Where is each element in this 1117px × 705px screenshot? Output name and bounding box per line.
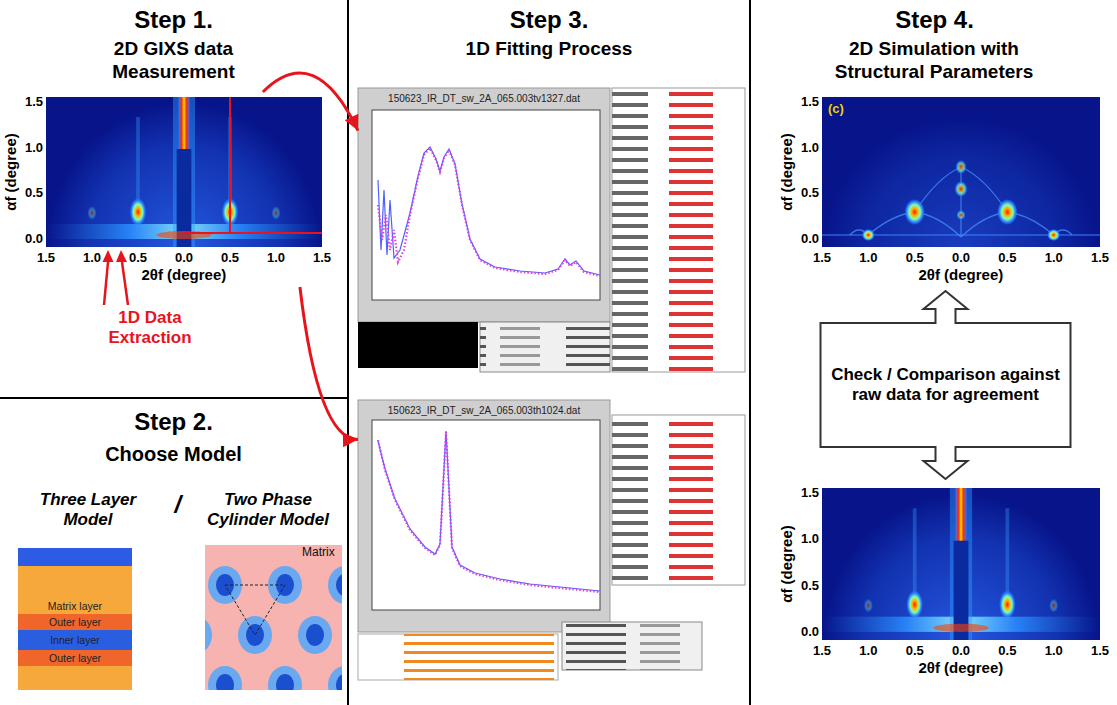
tick-label: 1.5 <box>801 485 819 501</box>
edge-label: Check / Comparison against raw data for … <box>831 365 1061 406</box>
tick-label: 1.5 <box>313 250 331 266</box>
tick-label: 1.0 <box>1045 643 1063 659</box>
tick-label: 0.0 <box>175 250 193 266</box>
tick-label: 0.5 <box>998 643 1016 659</box>
step-panel: Step 3. 1D Fitting Process 150623_IR_DT_sw… <box>350 0 748 705</box>
model-figure: Three Layer ModelMatrix layerOuter layer… <box>8 488 168 695</box>
layer-label: Outer layer <box>18 614 132 630</box>
model-title: Two Phase Cylinder Model <box>198 490 338 531</box>
tick-label: 1.5 <box>813 643 831 659</box>
tick-label: 0.5 <box>906 250 924 266</box>
layer-label: Matrix layer <box>18 598 132 614</box>
tick-label: 0.0 <box>801 231 819 247</box>
tick-label: 1.5 <box>1091 250 1109 266</box>
window-title: 150623_IR_DT_sw_2A_065.003tv1327.dat <box>358 93 610 105</box>
tick-label: 1.0 <box>859 250 877 266</box>
tick-label: 1.0 <box>801 140 819 156</box>
tick-label: 0.5 <box>129 250 147 266</box>
tick-label: 1.0 <box>1045 250 1063 266</box>
step-subtitle: 2D GIXS data Measurement <box>75 38 272 84</box>
step-subtitle: 1D Fitting Process <box>350 38 748 61</box>
comparison-arrow <box>821 291 1071 479</box>
step-title: Step 1. <box>0 6 347 35</box>
tick-label: 1.0 <box>267 250 285 266</box>
tick-label: 0.0 <box>952 250 970 266</box>
tick-label: 0.0 <box>801 624 819 640</box>
fit-screenshot: 150623_IR_DT_sw_2A_065.003tv1327.dat <box>358 88 745 372</box>
step-panel: Step 2. Choose ModelThree Layer ModelMatr… <box>0 400 347 705</box>
tick-label: 0.5 <box>25 185 43 201</box>
axis-title: 2θf (degree) <box>919 659 1004 677</box>
callout-label: 1D Data Extraction <box>95 308 205 349</box>
step-subtitle: 2D Simulation with Structural Parameters <box>814 38 1054 84</box>
tick-label: 1.5 <box>1091 643 1109 659</box>
axis-title: αf (degree) <box>778 525 796 603</box>
region-label: Matrix <box>302 545 335 559</box>
layer-band: Inner layer <box>18 630 132 650</box>
layer-band: Outer layer <box>18 650 132 666</box>
tick-label: 0.5 <box>221 250 239 266</box>
tick-label: 0.0 <box>952 643 970 659</box>
tick-label: 1.5 <box>813 250 831 266</box>
panel-letter: (c) <box>828 101 844 117</box>
tick-label: 1.5 <box>37 250 55 266</box>
curved-arrow <box>263 73 358 131</box>
tick-label: 1.0 <box>801 531 819 547</box>
model-figure: Two Phase Cylinder ModelMatrix <box>190 488 347 695</box>
axis-title: 2θf (degree) <box>919 266 1004 284</box>
model-title: Three Layer Model <box>28 490 148 531</box>
step-subtitle: Choose Model <box>0 442 347 466</box>
tick-label: 0.5 <box>801 578 819 594</box>
tick-label: 1.5 <box>801 94 819 110</box>
window-title: 150623_IR_DT_sw_2A_065.003th1024.dat <box>358 405 610 417</box>
axis-title: αf (degree) <box>2 133 20 211</box>
axis-title: 2θf (degree) <box>142 266 227 284</box>
step-title: Step 4. <box>752 6 1117 35</box>
axis-title: αf (degree) <box>778 133 796 211</box>
tick-label: 1.0 <box>859 643 877 659</box>
step-title: Step 2. <box>0 408 347 437</box>
tick-label: 0.0 <box>25 231 43 247</box>
fit-screenshot: 150623_IR_DT_sw_2A_065.003th1024.dat <box>358 400 745 682</box>
layer-band: Matrix layer <box>18 598 132 614</box>
tick-label: 1.5 <box>25 94 43 110</box>
tick-label: 1.0 <box>83 250 101 266</box>
tick-label: 0.5 <box>801 185 819 201</box>
tick-label: 0.5 <box>998 250 1016 266</box>
layer-band: Outer layer <box>18 614 132 630</box>
separator: / <box>175 491 182 520</box>
layer-label: Outer layer <box>18 650 132 666</box>
layer-label: Inner layer <box>18 630 132 650</box>
curved-arrow <box>300 287 358 447</box>
tick-label: 0.5 <box>906 643 924 659</box>
tick-label: 1.0 <box>25 140 43 156</box>
step-title: Step 3. <box>350 6 748 35</box>
